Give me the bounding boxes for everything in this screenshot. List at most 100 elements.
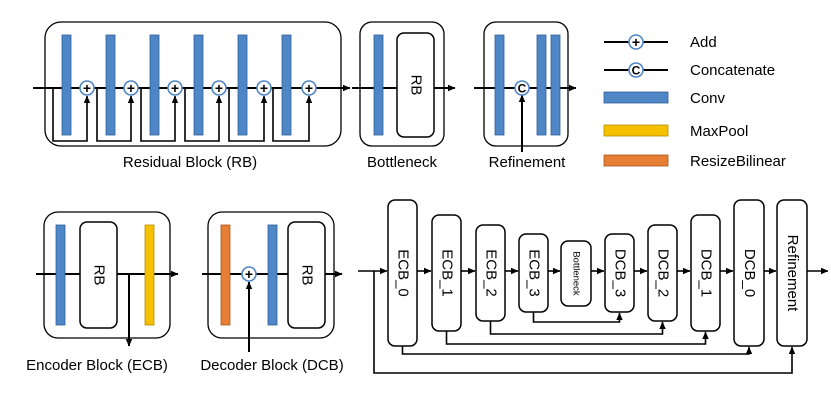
legend-resize-swatch bbox=[603, 154, 669, 167]
residual-conv-layer-3 bbox=[149, 34, 160, 136]
encoder-maxpool-layer bbox=[144, 224, 155, 326]
decoder-add-node bbox=[241, 266, 257, 282]
encoder-rb-label: RB bbox=[91, 265, 108, 286]
pipeline-block-bottleneck bbox=[560, 240, 592, 307]
legend-concat-icon bbox=[628, 62, 644, 78]
decoder-conv-layer bbox=[267, 224, 278, 326]
residual-conv-layer-4 bbox=[193, 34, 204, 136]
refinement-conv-layer-2 bbox=[536, 34, 547, 136]
residual-skip-5 bbox=[228, 88, 268, 142]
residual-add-symbol-5: + bbox=[260, 80, 268, 96]
pipeline-block-dcb-1 bbox=[690, 214, 721, 332]
residual-skip-2 bbox=[96, 88, 135, 142]
residual-skip-6 bbox=[272, 88, 313, 142]
legend-conv-swatch bbox=[603, 91, 669, 104]
residual-add-nodes: + + + + + + bbox=[79, 80, 317, 96]
residual-add-node-3 bbox=[167, 80, 183, 96]
refinement-diagram: C Refinement bbox=[474, 21, 577, 171]
decoder-block-caption: Decoder Block (DCB) bbox=[200, 357, 343, 374]
pipeline-label-ecb-3: ECB_3 bbox=[526, 249, 543, 297]
residual-add-symbol-2: + bbox=[127, 80, 135, 96]
pipeline-block-refinement bbox=[776, 199, 808, 347]
residual-add-symbol-4: + bbox=[215, 80, 223, 96]
decoder-resize-layer bbox=[220, 224, 231, 326]
encoder-block-diagram: RB Encoder Block (ECB) bbox=[26, 211, 179, 374]
legend-add-icon bbox=[628, 34, 644, 50]
bottleneck-diagram: RB Bottleneck bbox=[352, 21, 456, 171]
pipeline-label-dcb-2: DCB_2 bbox=[655, 249, 672, 297]
pipeline-label-ecb-1: ECB_1 bbox=[439, 249, 456, 297]
legend: + Add C Concatenate Conv MaxPool ResizeB… bbox=[603, 34, 786, 170]
decoder-rb-box bbox=[287, 221, 326, 329]
pipeline-block-ecb-0 bbox=[387, 199, 418, 347]
pipeline-label-ecb-0: ECB_0 bbox=[395, 249, 412, 297]
residual-block-caption: Residual Block (RB) bbox=[123, 154, 257, 171]
pipeline-label-refinement: Refinement bbox=[784, 235, 801, 313]
pipeline-label-ecb-2: ECB_2 bbox=[483, 249, 500, 297]
pipeline-input-to-refinement bbox=[373, 271, 796, 374]
legend-maxpool-swatch bbox=[603, 124, 669, 137]
decoder-rb-label: RB bbox=[299, 265, 316, 286]
bottleneck-rb-label: RB bbox=[408, 75, 425, 96]
legend-add-label: Add bbox=[690, 34, 717, 51]
refinement-conv-layer-1 bbox=[494, 34, 505, 136]
residual-add-node-5 bbox=[256, 80, 272, 96]
pipeline-block-ecb-1 bbox=[431, 214, 462, 332]
residual-skip-connections bbox=[52, 88, 313, 142]
pipeline-label-dcb-3: DCB_3 bbox=[612, 249, 629, 297]
bottleneck-frame bbox=[359, 21, 445, 147]
residual-conv-layer-6 bbox=[281, 34, 292, 136]
residual-add-symbol-3: + bbox=[171, 80, 179, 96]
pipeline-label-bottleneck: Bottleneck bbox=[570, 251, 581, 296]
pipeline-block-ecb-3 bbox=[518, 233, 549, 313]
pipeline-diagram: ECB_0 ECB_1 ECB_2 ECB_3 Bottleneck DCB_3 DCB_2… bbox=[358, 199, 829, 374]
legend-maxpool-label: MaxPool bbox=[690, 123, 748, 140]
decoder-add-symbol: + bbox=[245, 266, 253, 282]
pipeline-label-dcb-0: DCB_0 bbox=[741, 249, 758, 297]
pipeline-skip-1 bbox=[532, 312, 623, 323]
residual-conv-layer-1 bbox=[61, 34, 72, 136]
residual-skip-1 bbox=[52, 88, 91, 142]
refinement-caption: Refinement bbox=[489, 154, 567, 171]
pipeline-skip-4 bbox=[401, 346, 753, 355]
pipeline-block-dcb-3 bbox=[604, 233, 635, 313]
refinement-frame bbox=[483, 21, 569, 147]
pipeline-label-dcb-1: DCB_1 bbox=[698, 249, 715, 297]
decoder-block-diagram: RB + Decoder Block (DCB) bbox=[200, 211, 344, 374]
residual-add-symbol-6: + bbox=[305, 80, 313, 96]
legend-resize-label: ResizeBilinear bbox=[690, 153, 786, 170]
bottleneck-caption: Bottleneck bbox=[367, 154, 438, 171]
pipeline-block-ecb-2 bbox=[475, 224, 506, 322]
refinement-conv-layer-3 bbox=[550, 34, 561, 136]
legend-concat-symbol: C bbox=[632, 64, 641, 78]
residual-skip-3 bbox=[140, 88, 179, 142]
encoder-rb-box bbox=[79, 221, 118, 329]
pipeline-blocks: ECB_0 ECB_1 ECB_2 ECB_3 Bottleneck DCB_3 DCB_2… bbox=[387, 199, 808, 347]
legend-conv-label: Conv bbox=[690, 90, 726, 107]
pipeline-connections bbox=[358, 267, 829, 374]
residual-conv-layer-2 bbox=[105, 34, 116, 136]
residual-add-node-2 bbox=[123, 80, 139, 96]
pipeline-block-dcb-0 bbox=[733, 199, 765, 347]
residual-block-diagram: + + + + + + Residual Block (RB) bbox=[33, 21, 351, 171]
legend-add-symbol: + bbox=[632, 34, 640, 50]
residual-add-node-1 bbox=[79, 80, 95, 96]
residual-conv-layers bbox=[61, 34, 292, 136]
encoder-block-caption: Encoder Block (ECB) bbox=[26, 357, 168, 374]
residual-block-frame bbox=[44, 21, 342, 147]
encoder-conv-layer bbox=[55, 224, 66, 326]
refinement-concat-node bbox=[514, 80, 530, 96]
pipeline-skip-2 bbox=[489, 321, 666, 335]
refinement-concat-symbol: C bbox=[518, 82, 527, 96]
residual-add-node-4 bbox=[211, 80, 227, 96]
legend-concat-label: Concatenate bbox=[690, 62, 775, 79]
residual-add-node-6 bbox=[301, 80, 317, 96]
residual-skip-4 bbox=[184, 88, 223, 142]
residual-conv-layer-5 bbox=[237, 34, 248, 136]
pipeline-skip-3 bbox=[445, 331, 709, 345]
pipeline-block-dcb-2 bbox=[647, 224, 678, 322]
bottleneck-rb-box bbox=[396, 32, 435, 138]
bottleneck-conv-layer bbox=[373, 34, 384, 136]
residual-add-symbol-1: + bbox=[83, 80, 91, 96]
